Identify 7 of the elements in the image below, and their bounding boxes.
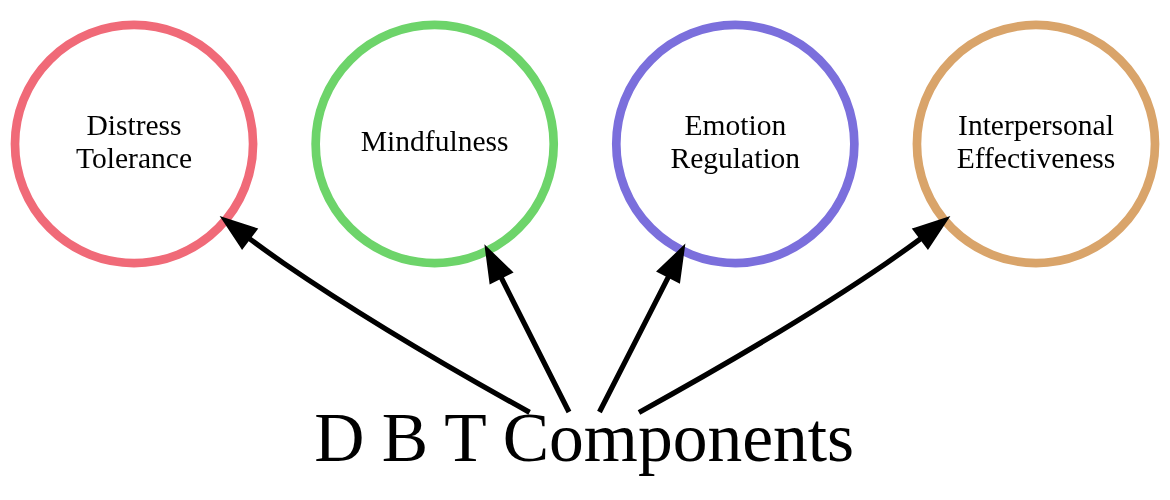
node-circle: Mindfulness	[311, 20, 559, 268]
arrow	[597, 243, 686, 414]
arrow	[484, 244, 572, 414]
node-text: D B T Components	[314, 399, 855, 477]
node-circle: Emotion Regulation	[611, 20, 859, 268]
arrow	[637, 216, 951, 415]
arrow	[219, 216, 531, 415]
